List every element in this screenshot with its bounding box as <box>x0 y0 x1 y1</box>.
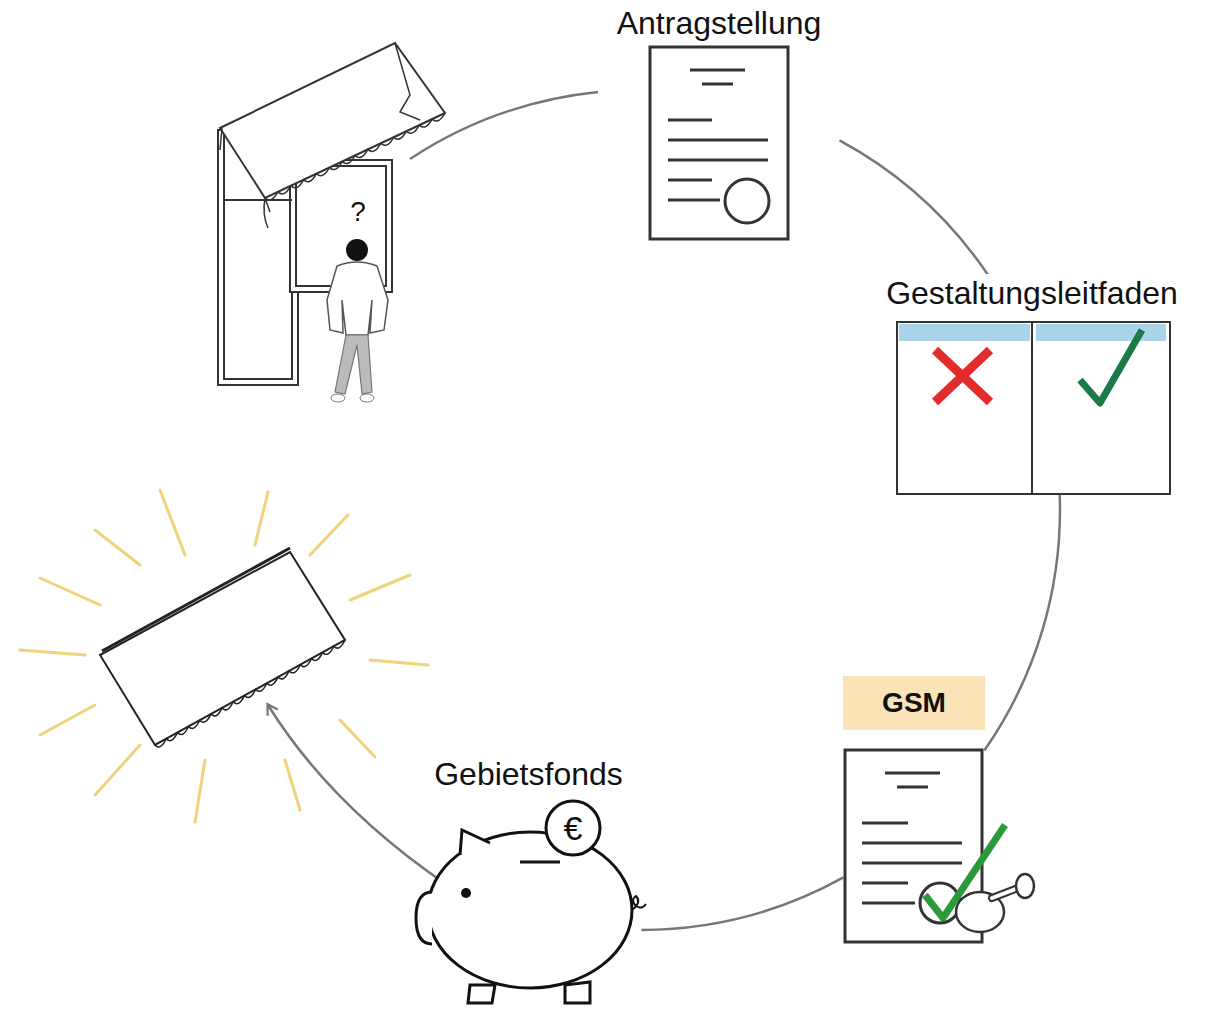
awning-fringe <box>265 113 445 200</box>
guideline-step: Gestaltungsleitfaden <box>862 274 1202 496</box>
application-step: Antragstellung <box>598 4 840 242</box>
question-mark: ? <box>350 196 366 228</box>
cycle-connector <box>840 140 989 275</box>
fund-step: Gebietsfonds <box>415 755 642 1007</box>
step-heading: Gestaltungsleitfaden <box>883 274 1181 312</box>
status-label: GSM <box>843 676 985 730</box>
coin <box>546 801 600 855</box>
approval-step: GSM <box>843 676 985 944</box>
person <box>327 239 388 402</box>
shop-front <box>218 43 445 385</box>
cycle-connector <box>641 877 843 930</box>
cycle-arrow <box>268 705 447 885</box>
rays <box>20 490 428 822</box>
new-awning <box>100 548 345 745</box>
step-heading: Gebietsfonds <box>431 755 626 793</box>
awning-fringe <box>155 640 345 747</box>
piggy-bank <box>416 830 646 1003</box>
step-heading: Antragstellung <box>614 4 825 42</box>
euro-sign: € <box>564 809 583 848</box>
guideline-panel <box>897 322 1170 494</box>
fringe-stroke <box>155 640 345 747</box>
approved-document <box>845 750 1034 942</box>
document-icon <box>650 47 788 239</box>
fringe-stroke <box>265 113 445 200</box>
cycle-connector <box>984 495 1060 751</box>
